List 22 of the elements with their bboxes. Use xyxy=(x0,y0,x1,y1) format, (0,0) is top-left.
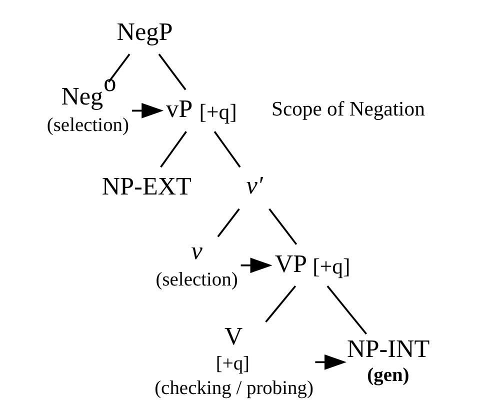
connector xyxy=(217,208,240,238)
label: Scope of Negation xyxy=(272,98,425,121)
connector xyxy=(265,286,296,323)
connector xyxy=(158,54,186,90)
node-label: [+q] xyxy=(199,100,237,124)
arrow xyxy=(240,258,272,274)
connector xyxy=(160,131,187,168)
connector xyxy=(326,286,368,335)
node-text: vP xyxy=(166,96,193,124)
connector xyxy=(214,131,241,168)
node-text: V [+q] (checking / probing) xyxy=(154,324,314,399)
node-text: NegP xyxy=(116,18,173,46)
node-label: [+q] xyxy=(312,254,350,279)
connector xyxy=(108,54,130,83)
arrow xyxy=(132,102,164,118)
connector xyxy=(268,208,298,245)
node-text: NP-EXT xyxy=(102,173,192,200)
node-text: VP xyxy=(274,250,308,278)
node-text: NP-INT (gen) xyxy=(347,336,430,386)
node-text: v′ xyxy=(246,172,263,200)
arrow xyxy=(315,354,347,370)
node-text: v (selection) xyxy=(156,238,238,291)
